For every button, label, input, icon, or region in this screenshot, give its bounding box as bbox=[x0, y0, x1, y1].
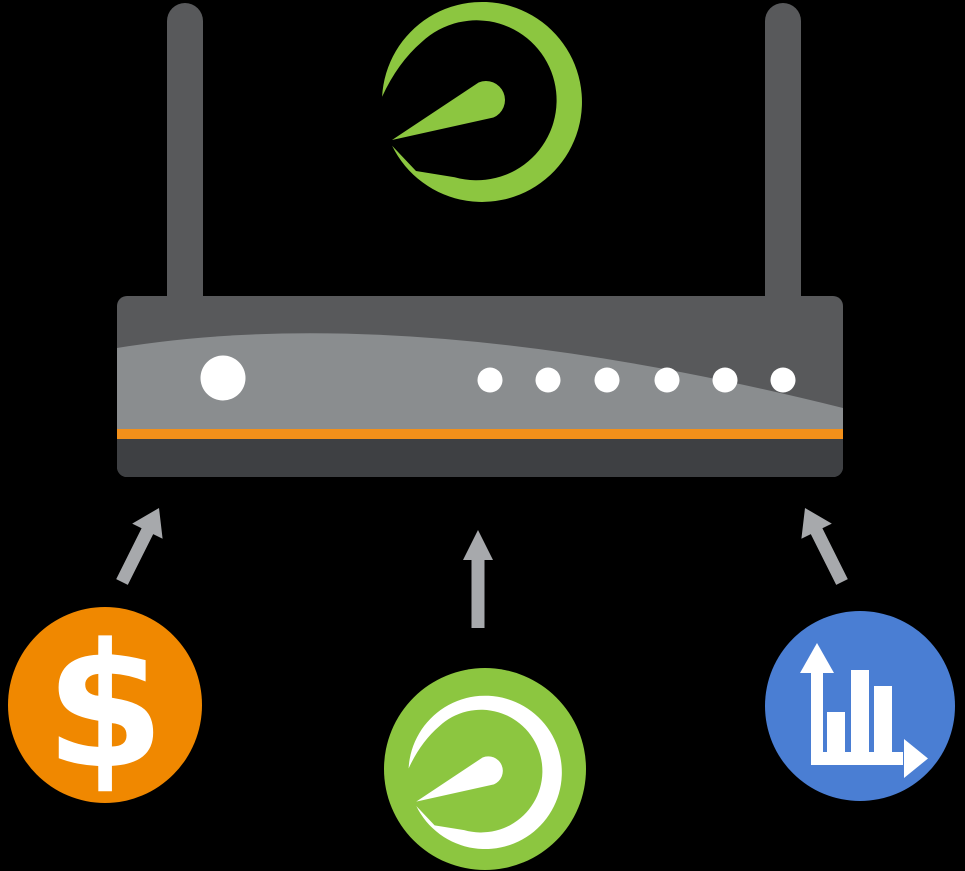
power-led bbox=[200, 355, 246, 401]
brand-badge bbox=[384, 668, 586, 870]
dollar-icon: $ bbox=[45, 606, 165, 807]
indicator-dot bbox=[477, 367, 503, 393]
router-antenna-left bbox=[167, 3, 203, 298]
arrow-up-icon-right bbox=[801, 508, 848, 585]
indicator-dot bbox=[535, 367, 561, 393]
indicator-dot bbox=[712, 367, 738, 393]
y-axis bbox=[811, 661, 823, 765]
flow-arrows bbox=[116, 508, 848, 628]
analytics-badge bbox=[765, 611, 955, 801]
x-axis bbox=[811, 752, 903, 765]
brand-logo bbox=[382, 1, 582, 202]
indicator-dots bbox=[477, 367, 796, 393]
chart-bar bbox=[851, 670, 869, 752]
swirl-logo-icon bbox=[382, 1, 582, 202]
swirl-logo-icon bbox=[408, 695, 562, 850]
arrow-up-icon-left bbox=[116, 508, 163, 585]
router-base-panel bbox=[117, 439, 843, 477]
indicator-dot bbox=[770, 367, 796, 393]
brand-badge-logo bbox=[408, 695, 562, 850]
y-axis-arrowhead bbox=[800, 643, 834, 673]
bar-chart-icon bbox=[800, 643, 928, 778]
router-illustration bbox=[117, 296, 843, 477]
x-axis-arrowhead bbox=[904, 739, 928, 778]
chart-bar bbox=[827, 712, 845, 752]
arrow-up-icon-center bbox=[463, 530, 493, 628]
chart-bar bbox=[874, 686, 892, 752]
router-antenna-right bbox=[765, 3, 801, 298]
money-badge: $ bbox=[8, 607, 202, 803]
indicator-dot bbox=[654, 367, 680, 393]
router-accent-stripe bbox=[117, 429, 843, 439]
indicator-dot bbox=[594, 367, 620, 393]
